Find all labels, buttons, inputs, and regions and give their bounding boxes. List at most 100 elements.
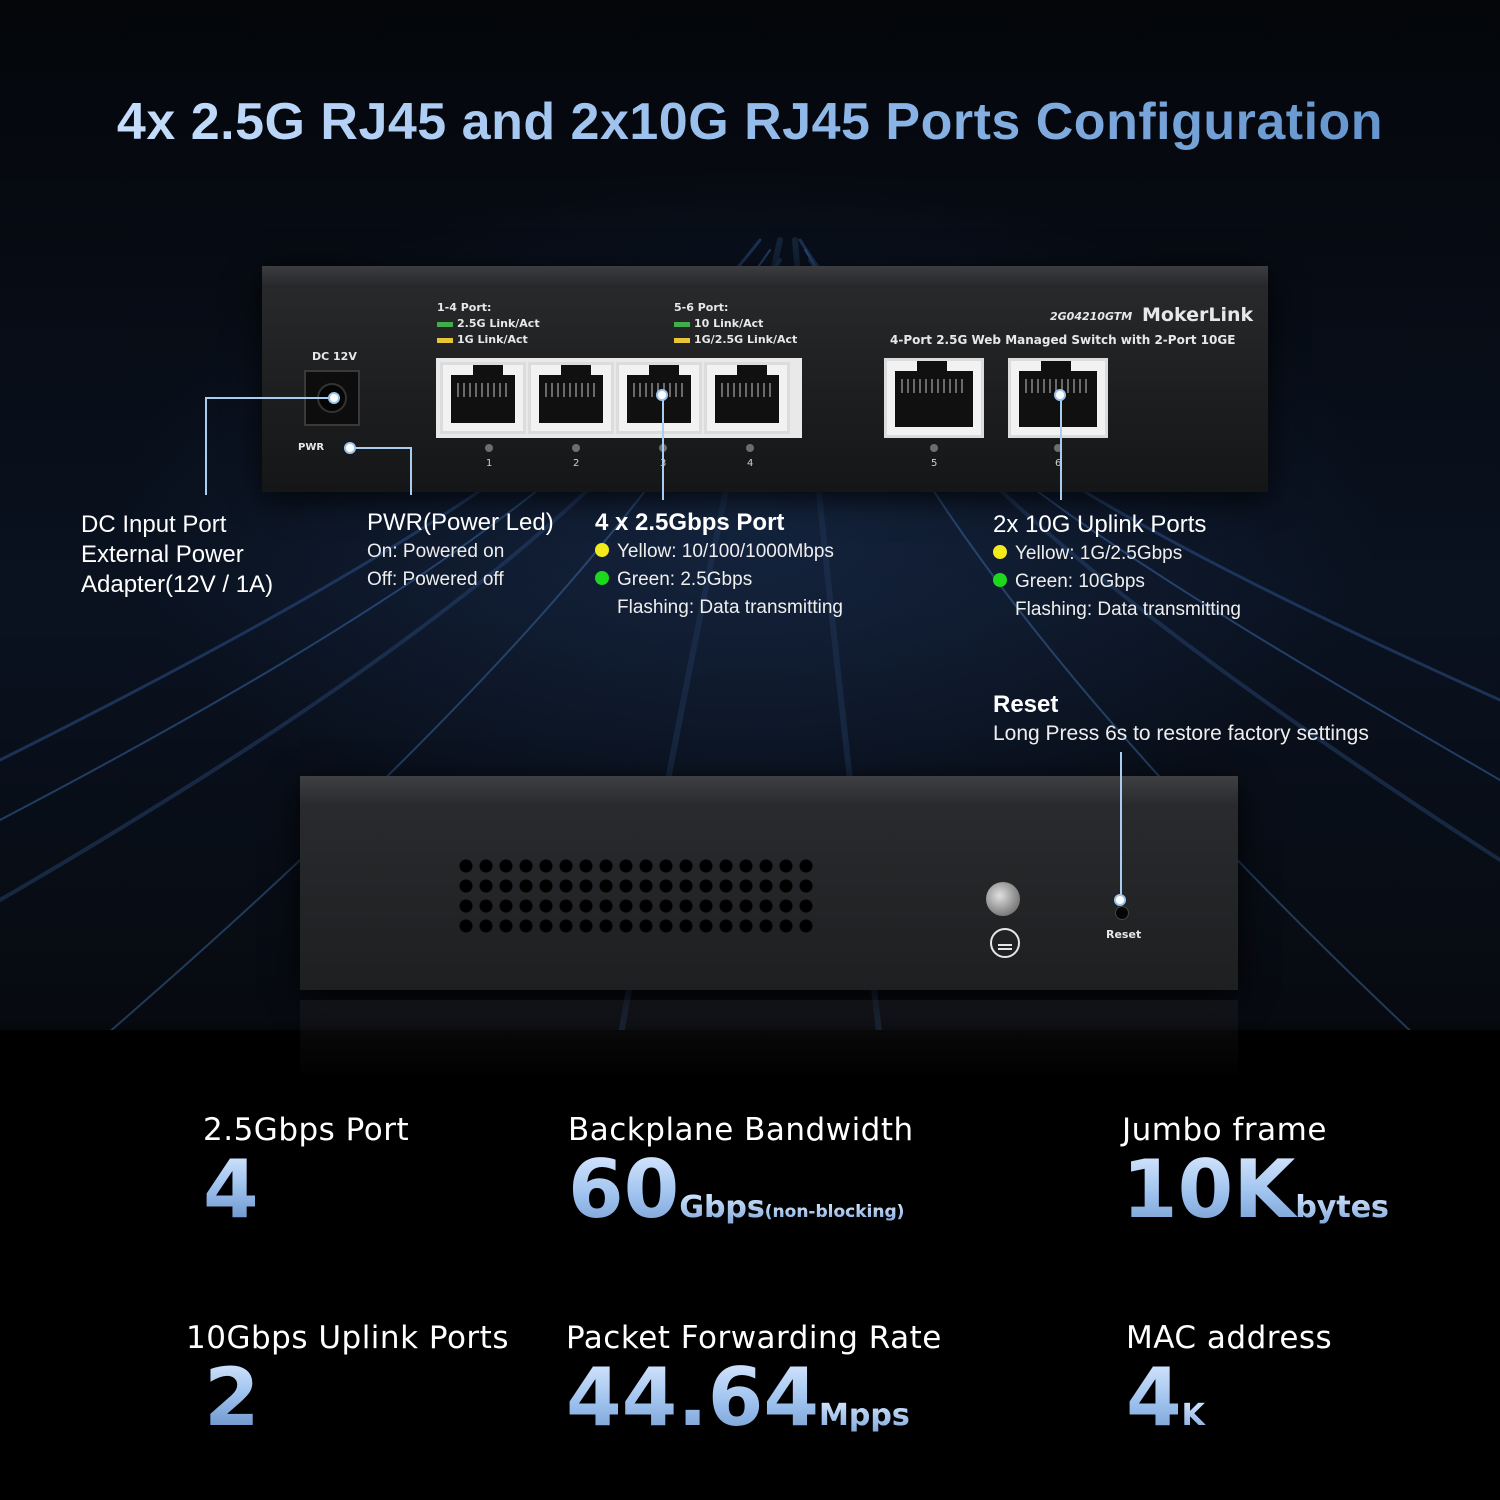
- group2-led1-legend: 10 Link/Act: [674, 317, 763, 330]
- ports25-callout-line: [662, 396, 664, 500]
- ground-screw-icon: [986, 882, 1020, 916]
- reset-callout-line: [1120, 752, 1122, 900]
- ground-symbol-icon: [990, 928, 1020, 958]
- spec-10g-uplink-ports: 10Gbps Uplink Ports 2: [186, 1320, 509, 1440]
- spec-number: 4: [1126, 1351, 1182, 1444]
- spec-jumbo-frame: Jumbo frame 10Kbytes: [1122, 1112, 1389, 1250]
- port-number-4: 4: [747, 458, 754, 469]
- spec-label: MAC address: [1126, 1320, 1333, 1356]
- pwr-callout-line-vertical: [410, 447, 412, 495]
- port-led-1: [485, 444, 493, 452]
- group1-title: 1-4 Port:: [437, 301, 492, 314]
- port-number-6: 6: [1055, 458, 1062, 469]
- uplink-callout-dot: [1054, 389, 1066, 401]
- spec-packet-forwarding-rate: Packet Forwarding Rate 44.64Mpps: [566, 1320, 942, 1458]
- reset-callout: Reset Long Press 6s to restore factory s…: [993, 690, 1369, 748]
- port-led-5: [930, 444, 938, 452]
- rj45-port-5: [884, 358, 984, 438]
- uplink-callout-green: Green: 10Gbps: [1015, 571, 1145, 592]
- port-led-2: [572, 444, 580, 452]
- port-led-6: [1054, 444, 1062, 452]
- yellow-bullet-icon: [595, 543, 609, 558]
- pwr-callout-on: On: Powered on: [367, 541, 505, 562]
- rj45-port-1: [440, 362, 526, 434]
- pwr-callout-title: PWR(Power Led): [367, 509, 554, 536]
- group2-title: 5-6 Port:: [674, 301, 729, 314]
- dc-callout-line2: External Power: [81, 541, 244, 568]
- rear-panel-reflection: [300, 1000, 1238, 1080]
- dc-callout-dot: [328, 392, 340, 404]
- uplink-callout: 2x 10G Uplink Ports Yellow: 1G/2.5Gbps G…: [993, 510, 1241, 624]
- ports25-callout-dot: [656, 389, 668, 401]
- spec-label: Backplane Bandwidth: [568, 1112, 914, 1148]
- dc-callout-line-horizontal: [205, 397, 335, 399]
- headline: 4x 2.5G RJ45 and 2x10G RJ45 Ports Config…: [0, 92, 1500, 152]
- uplink-callout-line: [1060, 396, 1062, 500]
- port-number-2: 2: [573, 458, 580, 469]
- switch-rear-panel: Reset: [300, 776, 1238, 990]
- spec-number: 4: [203, 1143, 259, 1236]
- spec-unit: Mpps: [819, 1398, 910, 1433]
- green-bullet-icon: [993, 573, 1007, 588]
- group2-led2-text: 1G/2.5G Link/Act: [694, 333, 798, 346]
- yellow-led-icon: [437, 337, 453, 343]
- yellow-led-icon: [674, 337, 690, 343]
- pwr-callout-dot: [344, 442, 356, 454]
- uplink-callout-flashing: Flashing: Data transmitting: [1015, 599, 1241, 620]
- pwr-callout: PWR(Power Led) On: Powered on Off: Power…: [367, 508, 554, 594]
- uplink-callout-title: 2x 10G Uplink Ports: [993, 511, 1207, 538]
- pwr-label: PWR: [298, 442, 325, 453]
- spec-mac-address: MAC address 4K: [1126, 1320, 1332, 1458]
- rj45-port-4: [704, 362, 790, 434]
- spec-value: 44.64Mpps: [566, 1356, 942, 1458]
- green-led-icon: [674, 321, 690, 327]
- dc-callout-line3: Adapter(12V / 1A): [81, 571, 274, 598]
- spec-value: 60Gbps(non-blocking): [568, 1148, 914, 1254]
- ports25-callout-green: Green: 2.5Gbps: [617, 569, 753, 590]
- front-panel-top-edge: [262, 268, 1268, 288]
- yellow-bullet-icon: [993, 545, 1007, 560]
- port-led-4: [746, 444, 754, 452]
- group2-led2-legend: 1G/2.5G Link/Act: [674, 333, 797, 346]
- spec-unit: bytes: [1295, 1190, 1389, 1225]
- ventilation-grille: [456, 856, 816, 938]
- spec-label: Packet Forwarding Rate: [566, 1320, 942, 1356]
- rear-panel-lip: [300, 776, 1238, 804]
- spec-value: 10Kbytes: [1122, 1148, 1389, 1250]
- dc-callout: DC Input Port External Power Adapter(12V…: [81, 510, 273, 600]
- reset-callout-desc: Long Press 6s to restore factory setting…: [993, 722, 1369, 745]
- spec-label: Jumbo frame: [1122, 1112, 1327, 1148]
- group1-led2-legend: 1G Link/Act: [437, 333, 528, 346]
- port-number-5: 5: [931, 458, 938, 469]
- port-number-1: 1: [486, 458, 493, 469]
- switch-front-panel: DC 12V PWR 1-4 Port: 2.5G Link/Act 1G Li…: [262, 266, 1268, 492]
- green-led-icon: [437, 321, 453, 327]
- rj45-port-2: [528, 362, 614, 434]
- spec-value: 4K: [1126, 1356, 1332, 1458]
- group1-led1-text: 2.5G Link/Act: [457, 317, 540, 330]
- spec-label: 10Gbps Uplink Ports: [186, 1320, 509, 1356]
- green-bullet-icon: [595, 571, 609, 586]
- reset-callout-title: Reset: [993, 691, 1059, 718]
- ports25-callout-flashing: Flashing: Data transmitting: [617, 597, 843, 618]
- pwr-callout-off: Off: Powered off: [367, 569, 504, 590]
- ports25-callout: 4 x 2.5Gbps Port Yellow: 10/100/1000Mbps…: [595, 508, 843, 622]
- spec-unit-note: (non-blocking): [764, 1202, 905, 1222]
- model-number: 2G04210GTM: [1050, 310, 1133, 323]
- product-description: 4-Port 2.5G Web Managed Switch with 2-Po…: [890, 333, 1236, 347]
- spec-number: 2: [204, 1351, 260, 1444]
- spec-number: 60: [568, 1143, 680, 1236]
- ports25-callout-title: 4 x 2.5Gbps Port: [595, 509, 785, 536]
- brand-logo: MokerLink: [1142, 304, 1254, 326]
- spec-25g-ports: 2.5Gbps Port 4: [203, 1112, 409, 1232]
- spec-label: 2.5Gbps Port: [203, 1112, 410, 1148]
- ports25-callout-yellow: Yellow: 10/100/1000Mbps: [617, 541, 834, 562]
- reset-pinhole[interactable]: [1115, 906, 1129, 920]
- pwr-callout-line-horizontal: [350, 447, 412, 449]
- reset-callout-dot: [1114, 894, 1126, 906]
- dc-label: DC 12V: [312, 350, 357, 363]
- spec-number: 10K: [1122, 1143, 1296, 1236]
- rj45-port-3: [616, 362, 702, 434]
- uplink-callout-yellow: Yellow: 1G/2.5Gbps: [1015, 543, 1183, 564]
- dc-callout-line1: DC Input Port: [81, 511, 227, 538]
